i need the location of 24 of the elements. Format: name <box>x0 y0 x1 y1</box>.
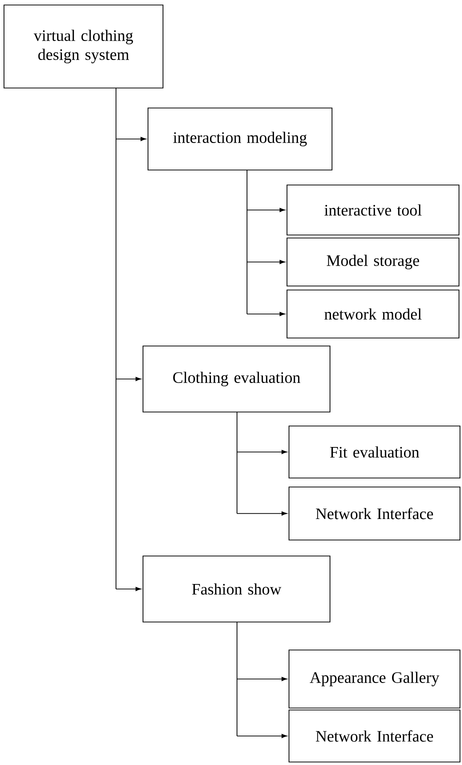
process-box: Network Interface <box>288 486 460 540</box>
arrow <box>236 450 288 454</box>
arrow <box>246 312 286 316</box>
arrow <box>116 587 142 591</box>
process-box: Network Interface <box>288 710 460 762</box>
process-box: Appearance Gallery <box>288 650 460 708</box>
process-box: Fit evaluation <box>288 426 460 478</box>
arrow <box>246 260 286 264</box>
process-box: Fashion show <box>142 556 330 622</box>
connector-line <box>236 622 238 736</box>
connector-line <box>246 170 248 314</box>
process-box: interaction modeling <box>148 108 332 170</box>
process-box: interactive tool <box>286 184 460 236</box>
process-box: Model storage <box>286 238 460 286</box>
arrow <box>116 137 146 142</box>
arrow <box>116 377 142 381</box>
process-box: virtual clothing design system <box>4 4 164 88</box>
arrow <box>246 208 286 212</box>
arrow <box>236 677 288 681</box>
arrow <box>236 512 288 516</box>
process-box: network model <box>286 290 460 338</box>
process-box: Clothing evaluation <box>142 346 330 412</box>
arrow <box>236 734 288 738</box>
connector-line <box>236 412 238 514</box>
